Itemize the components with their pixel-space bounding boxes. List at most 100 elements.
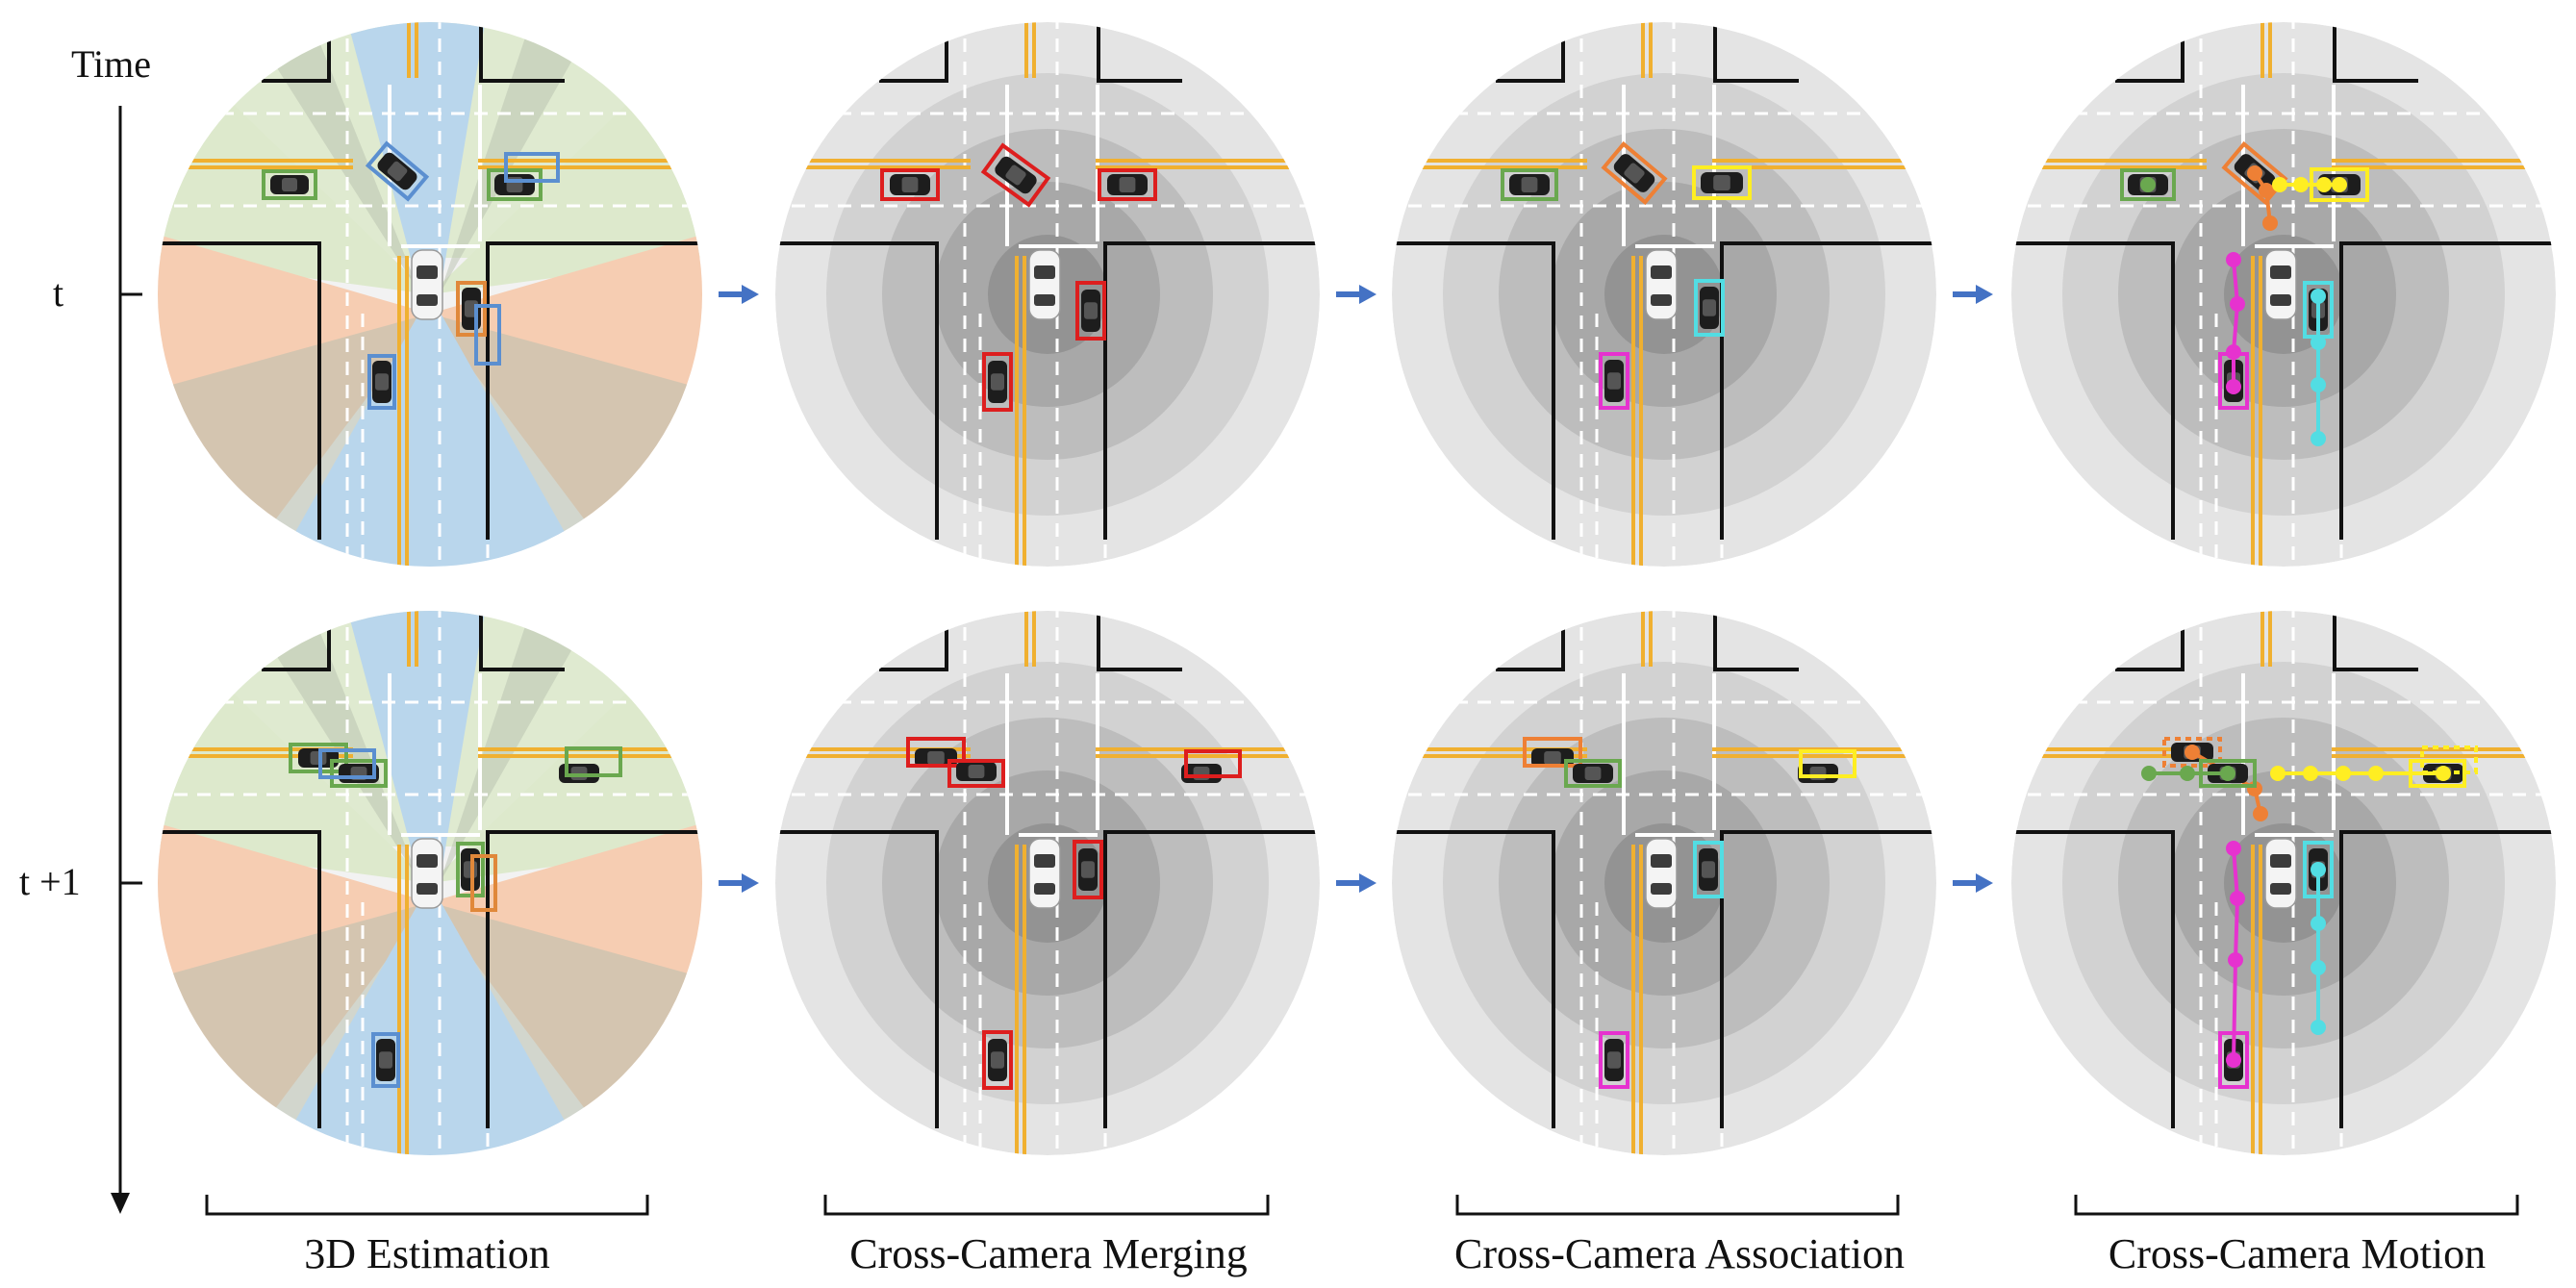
panel-fov-row1-stage0	[158, 611, 702, 1155]
fov-overlap-left	[158, 314, 430, 567]
curb	[486, 241, 702, 540]
track-point	[2226, 344, 2241, 360]
track-point	[2141, 766, 2157, 781]
curb	[1392, 830, 1555, 1128]
curb	[2333, 22, 2418, 83]
bounding-box	[330, 759, 388, 788]
curb	[479, 22, 565, 83]
arrow-right-icon	[719, 285, 759, 304]
track-point	[2270, 766, 2286, 781]
time-axis-label: Time	[71, 42, 151, 86]
track-point	[2226, 252, 2241, 267]
curb	[1103, 830, 1320, 1128]
bounding-box	[262, 169, 317, 200]
stage-label-motion: Cross-Camera Motion	[2109, 1230, 2486, 1277]
bounding-box	[1523, 737, 1582, 768]
bounding-box	[2120, 168, 2176, 201]
fov-overlap-right	[430, 314, 702, 567]
trajectory-yellow	[2270, 766, 2451, 781]
bounding-box	[367, 354, 396, 410]
stage-bracket-0	[205, 1195, 649, 1216]
car-icon	[1701, 172, 1743, 193]
curb	[1392, 241, 1555, 540]
bounding-box	[1098, 168, 1157, 201]
track-point	[2226, 379, 2241, 394]
track-point	[2253, 806, 2268, 821]
panel-ring-row0-stage2	[1392, 22, 1936, 567]
panel-ring-row0-stage1	[775, 22, 1320, 567]
arrow-right-icon	[1953, 873, 1993, 893]
curb	[1713, 22, 1799, 83]
track-point	[2332, 177, 2347, 192]
track-point	[2311, 862, 2326, 877]
track-point	[2247, 165, 2262, 181]
curb	[158, 241, 321, 540]
car-icon	[494, 174, 535, 195]
car-icon	[890, 174, 930, 195]
bounding-box	[980, 142, 1051, 208]
car-icon	[1700, 287, 1719, 329]
time-arrow-icon	[111, 106, 130, 1214]
arrow-right-icon	[1953, 285, 1993, 304]
car-icon	[376, 1039, 395, 1081]
trajectory-cyan	[2311, 289, 2326, 446]
track-point	[2226, 841, 2241, 856]
track-point	[2226, 1052, 2241, 1068]
car-icon	[1699, 848, 1718, 891]
car-icon	[1613, 154, 1655, 192]
bounding-box	[1692, 165, 1752, 200]
curb	[775, 830, 939, 1128]
bounding-box	[1184, 749, 1242, 778]
bounding-box	[1693, 841, 1724, 898]
track-point	[2230, 296, 2245, 312]
car-icon	[988, 361, 1007, 403]
fov-front	[343, 22, 488, 294]
track-point	[2311, 289, 2326, 304]
track-point	[2311, 377, 2326, 392]
car-icon	[1573, 764, 1613, 783]
curb	[1720, 830, 1936, 1128]
stage-arrows	[719, 285, 1993, 893]
bounding-box	[1564, 759, 1622, 788]
curb	[479, 611, 565, 671]
bounding-box	[1799, 749, 1856, 778]
stage-label-3d-estimation: 3D Estimation	[304, 1230, 549, 1277]
curb	[2333, 611, 2418, 671]
track-point	[2140, 177, 2156, 192]
panel-ring-row1-stage1	[775, 611, 1320, 1155]
curb	[2339, 830, 2556, 1128]
car-icon	[1798, 764, 1838, 783]
bounding-box	[947, 759, 1005, 788]
bounding-box	[982, 1030, 1013, 1090]
ego-vehicle-icon	[1645, 838, 1678, 909]
stage-label-merging: Cross-Camera Merging	[849, 1230, 1247, 1277]
track-point	[2185, 745, 2200, 760]
track-point	[2228, 952, 2243, 968]
car-icon	[1081, 290, 1100, 332]
arrow-right-icon	[1336, 285, 1376, 304]
curb	[1713, 611, 1799, 671]
trajectory-green	[2141, 766, 2235, 781]
time-row-label-t: t	[53, 271, 63, 315]
track-point	[2272, 177, 2287, 192]
bounding-box	[470, 854, 497, 912]
time-row-label-t1: t +1	[19, 860, 81, 903]
arrow-right-icon	[1336, 873, 1376, 893]
car-icon	[995, 156, 1037, 194]
track-point	[2180, 766, 2195, 781]
bounding-box	[487, 168, 543, 201]
car-icon	[1107, 174, 1148, 195]
panel-ring-row1-stage3	[2011, 611, 2556, 1155]
stage-bracket-1	[823, 1195, 1270, 1216]
track-point	[2311, 335, 2326, 350]
arrow-right-icon	[719, 873, 759, 893]
bounding-box	[365, 140, 430, 202]
bounding-box	[565, 746, 622, 777]
track-point	[2336, 766, 2351, 781]
car-icon	[1078, 848, 1098, 891]
bounding-box	[504, 152, 560, 183]
bounding-box	[880, 168, 940, 201]
fov-overlap-top-left	[238, 22, 420, 294]
car-icon	[377, 152, 417, 190]
